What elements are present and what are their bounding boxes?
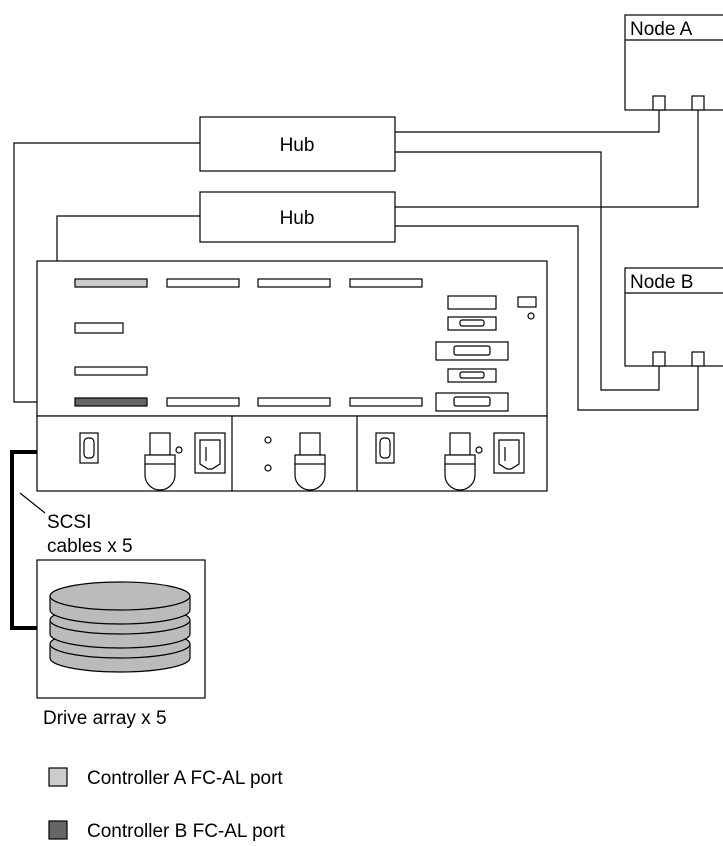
legend: Controller A FC-AL port Controller B FC-… [48, 767, 286, 842]
hub-top-box [199, 116, 396, 172]
connector-5-inner [453, 396, 491, 407]
legend-swatch-controller-a [48, 767, 68, 787]
status-led-box [517, 296, 537, 308]
indicator-1 [264, 436, 272, 444]
indicator-2 [264, 464, 272, 472]
slot-a-2 [166, 278, 240, 288]
scsi-label-line-2: cables x 5 [47, 536, 133, 557]
slot-a-4 [349, 278, 423, 288]
connector-1 [447, 295, 497, 310]
latch-1-base [144, 454, 176, 465]
cable-hub-bottom-to-node-b [395, 225, 699, 411]
hub-top-label: Hub [280, 135, 315, 156]
node-a-label: Node A [630, 19, 693, 40]
latch-2-base [294, 454, 326, 465]
node-a-box [624, 14, 723, 111]
latch-3 [449, 432, 471, 456]
legend-label-controller-a: Controller A FC-AL port [87, 768, 283, 789]
slot-b-3 [257, 397, 331, 407]
power-switch-2-inner [379, 437, 391, 459]
disk-stack-icon [49, 581, 191, 673]
slot-b-4 [349, 397, 423, 407]
slot-b-2 [166, 397, 240, 407]
latch-3-handle [444, 464, 476, 491]
node-a: Node A [624, 14, 723, 111]
controller-a-fc-al-port [74, 278, 148, 288]
node-b-port-1 [652, 351, 666, 367]
power-switch-1-inner [83, 437, 95, 459]
connector-3-inner [453, 345, 491, 356]
scsi-cable [10, 450, 37, 630]
storage-enclosure [36, 260, 548, 417]
hub-bottom-box [199, 191, 396, 243]
power-supplies [36, 415, 548, 492]
latch-1-pin [175, 446, 183, 454]
latch-2 [299, 432, 321, 456]
node-a-port-2 [691, 95, 705, 111]
scsi-label-leader [19, 492, 46, 514]
cable-hub-top-to-node-a [395, 110, 660, 133]
latch-3-base [444, 454, 476, 465]
power-inlet-2-socket [498, 439, 520, 470]
connector-4-inner [459, 371, 485, 379]
latch-3-pin [475, 446, 483, 454]
slot-small [74, 322, 124, 334]
status-led [527, 312, 535, 320]
latch-1 [149, 432, 171, 456]
slot-middle [74, 366, 148, 376]
controller-b-fc-al-port [74, 397, 148, 407]
cable-hub-bottom-to-node-a [395, 110, 699, 208]
drive-array [36, 559, 206, 699]
hub-bottom: Hub [199, 191, 396, 243]
hub-bottom-label: Hub [280, 208, 315, 229]
scsi-label-line-1: SCSI [47, 512, 91, 533]
latch-2-handle [294, 464, 326, 491]
node-a-port-1 [652, 95, 666, 111]
node-b-label: Node B [630, 272, 693, 293]
power-inlet-1-socket [199, 439, 221, 470]
hub-top: Hub [199, 116, 396, 172]
slot-a-3 [257, 278, 331, 288]
node-b-port-2 [691, 351, 705, 367]
node-b-box [624, 267, 723, 367]
latch-1-handle [144, 464, 176, 491]
connector-2-inner [459, 319, 485, 327]
disk-1-top [49, 581, 191, 611]
legend-label-controller-b: Controller B FC-AL port [87, 821, 286, 842]
legend-swatch-controller-b [48, 820, 68, 840]
cable-hub-top-to-node-b [395, 151, 660, 391]
node-b: Node B [624, 267, 723, 367]
drive-array-label: Drive array x 5 [43, 708, 167, 729]
